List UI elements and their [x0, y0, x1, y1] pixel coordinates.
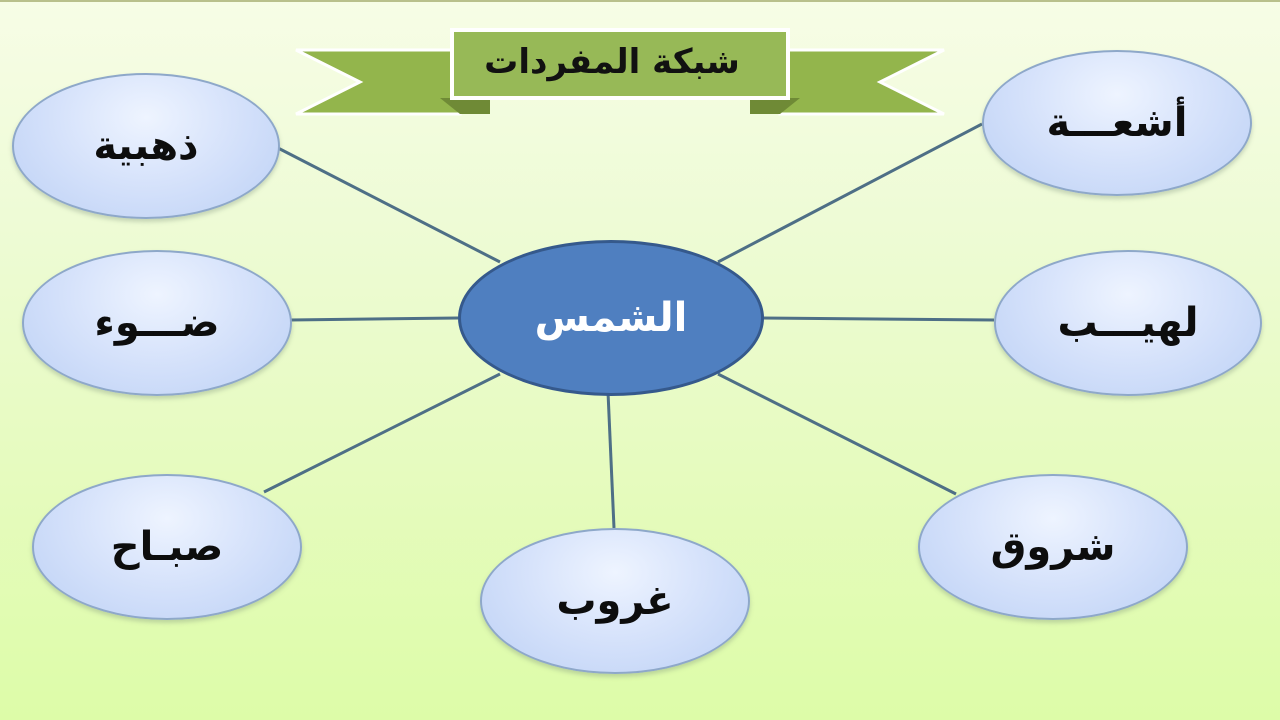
link-mid-right [759, 316, 995, 322]
banner-title: شبكة المفردات [484, 42, 740, 82]
link-bottom-left [263, 372, 501, 494]
center-concept: الشمس [458, 240, 764, 396]
node-label: غروب [556, 578, 674, 624]
node-mid-right: لهيـــب [994, 250, 1262, 396]
link-top-left [277, 146, 501, 264]
node-label: ذهبية [93, 123, 199, 169]
link-mid-left [289, 316, 459, 322]
center-label: الشمس [534, 295, 688, 341]
node-mid-left: ضـــوء [22, 250, 292, 396]
link-top-right [717, 122, 983, 264]
node-label: ضـــوء [94, 300, 220, 346]
node-bottom-center: غروب [480, 528, 750, 674]
title-ribbon [295, 28, 945, 116]
node-top-right: أشعـــة [982, 50, 1252, 196]
node-label: لهيـــب [1057, 300, 1199, 346]
top-border [0, 0, 1280, 2]
node-top-left: ذهبية [12, 73, 280, 219]
node-bottom-right: شروق [918, 474, 1188, 620]
link-bottom-center [606, 391, 616, 529]
node-label: صبـاح [110, 524, 224, 570]
node-label: شروق [990, 524, 1116, 570]
link-bottom-right [717, 372, 957, 496]
node-bottom-left: صبـاح [32, 474, 302, 620]
node-label: أشعـــة [1046, 100, 1188, 146]
